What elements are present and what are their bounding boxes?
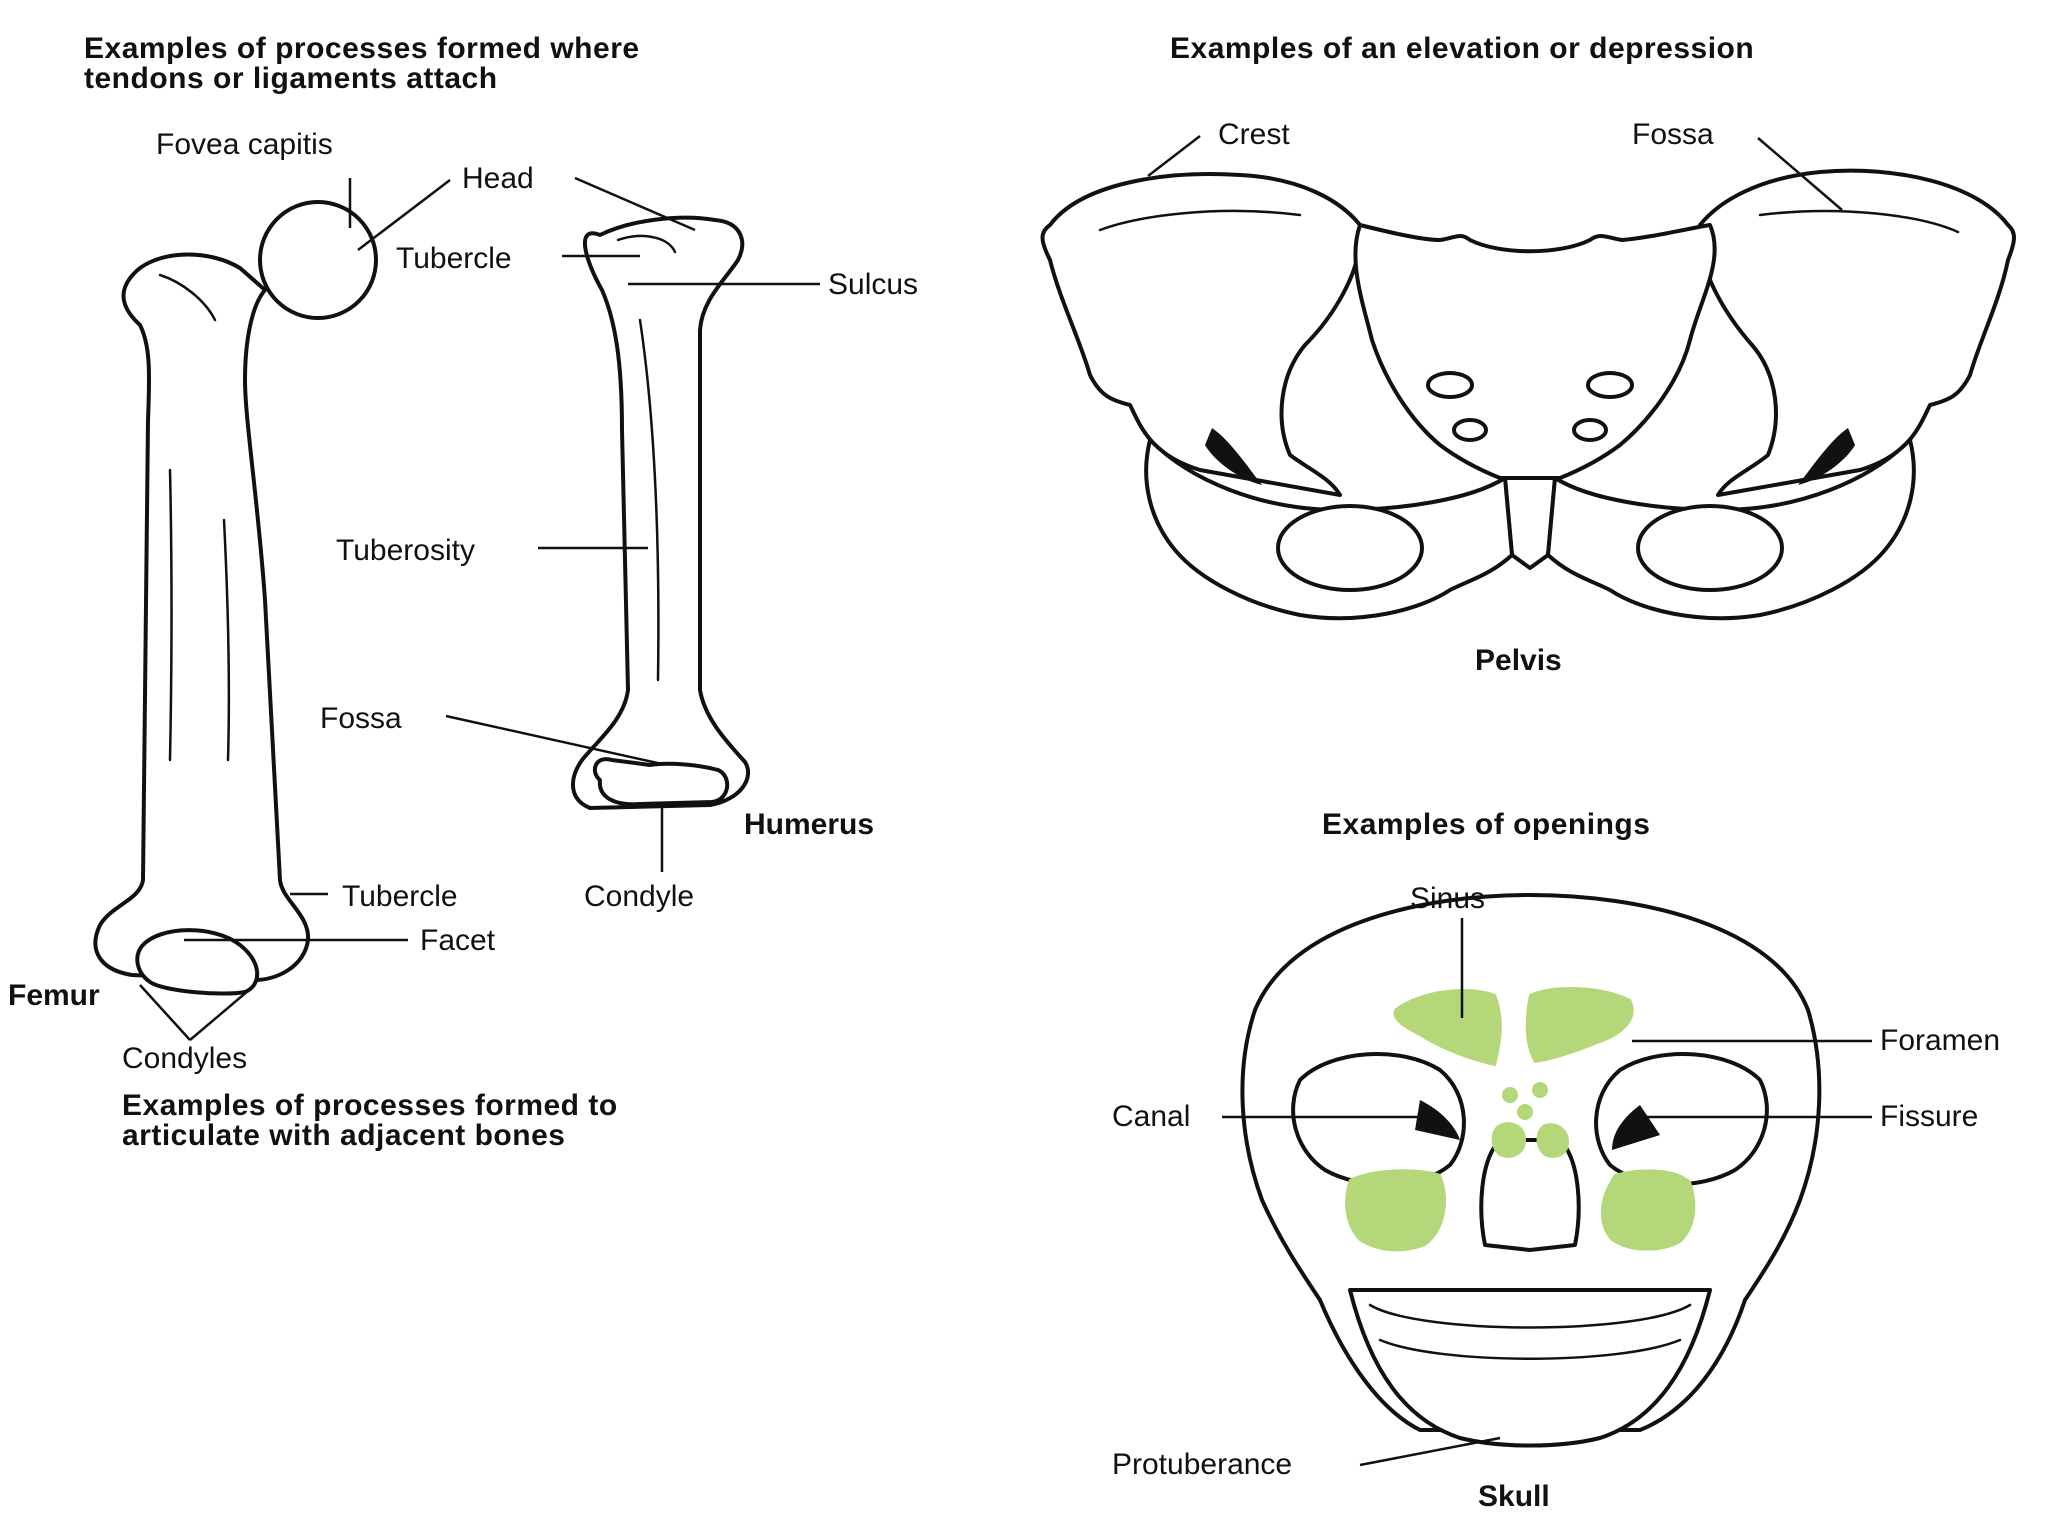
femur-head	[258, 200, 378, 320]
skull-canal-shadow	[1415, 1100, 1460, 1140]
leader-fossa-humerus	[445, 714, 663, 766]
heading-openings: Examples of openings	[1322, 808, 1650, 841]
label-tuberosity: Tuberosity	[336, 534, 475, 567]
pelvis-left-acetabulum-shadow	[1205, 428, 1262, 485]
label-facet: Facet	[420, 924, 496, 957]
label-fissure: Fissure	[1880, 1100, 1978, 1133]
femur-shaft-shading-2	[222, 518, 231, 762]
humerus-illustration	[570, 215, 751, 810]
skull-maxillary-sinus-right	[1600, 1169, 1696, 1251]
heading-elevation-depression: Examples of an elevation or depression	[1170, 32, 1754, 65]
pelvis-illustration	[1040, 168, 2016, 621]
label-sinus: Sinus	[1410, 882, 1485, 915]
leader-fossa-pelvis	[1757, 137, 1843, 211]
leader-condyles-a	[139, 984, 191, 1041]
label-head: Head	[462, 162, 534, 195]
bone-name-humerus: Humerus	[744, 808, 874, 841]
leader-crest	[1147, 135, 1201, 177]
leader-condyles-b	[189, 984, 256, 1041]
leader-lines	[139, 135, 1872, 1467]
skull-teeth-lower-line	[1378, 1338, 1682, 1360]
label-crest: Crest	[1218, 118, 1290, 151]
pelvis-sacral-foramen-1	[1426, 371, 1474, 399]
pelvis-sacrum	[1353, 223, 1717, 480]
label-fossa-pelvis: Fossa	[1632, 118, 1714, 151]
pelvis-left-obturator-foramen	[1276, 504, 1424, 592]
label-fossa-humerus: Fossa	[320, 702, 402, 735]
pelvis-right-ilium	[1697, 168, 2016, 497]
skull-ethmoid-sinus-left	[1491, 1122, 1527, 1158]
skull-maxillary-sinus-left	[1345, 1169, 1446, 1252]
skull-left-orbit	[1291, 1052, 1466, 1187]
label-tubercle-top: Tubercle	[396, 242, 512, 275]
skull-sphenoid-sinus-1	[1502, 1087, 1518, 1103]
label-condyles: Condyles	[122, 1042, 247, 1075]
femur-shaft	[93, 252, 311, 983]
skull-jaw	[1348, 1288, 1712, 1448]
skull-ethmoid-sinus-right	[1536, 1123, 1570, 1158]
pelvis-sacral-foramen-4	[1572, 418, 1608, 442]
pelvis-right-obturator-foramen	[1636, 504, 1784, 592]
skull-frontal-sinus-left	[1393, 989, 1502, 1067]
label-sulcus: Sulcus	[828, 268, 918, 301]
femur-neck-detail	[158, 273, 217, 322]
humerus-condyle	[592, 757, 729, 807]
skull-nasal-cavity	[1479, 1138, 1581, 1252]
pelvis-right-acetabulum-shadow	[1798, 428, 1855, 485]
skull-frontal-sinus-right	[1525, 987, 1634, 1064]
leader-head-humerus	[574, 176, 696, 232]
label-tubercle-bottom: Tubercle	[342, 880, 458, 913]
leader-protuberance	[1359, 1436, 1501, 1467]
pelvis-crest-detail	[1098, 209, 1302, 232]
bone-name-skull: Skull	[1478, 1480, 1550, 1513]
label-canal: Canal	[1112, 1100, 1190, 1133]
skull-teeth-upper-line	[1368, 1303, 1692, 1329]
heading-processes-articulate-line2: articulate with adjacent bones	[122, 1119, 565, 1152]
label-foramen: Foramen	[1880, 1024, 2000, 1057]
skull-sphenoid-sinus-2	[1532, 1082, 1548, 1098]
label-protuberance: Protuberance	[1112, 1448, 1292, 1481]
bone-name-femur: Femur	[8, 979, 100, 1012]
heading-processes-articulate-line1: Examples of processes formed to	[122, 1089, 618, 1122]
bone-name-pelvis: Pelvis	[1475, 644, 1562, 677]
label-condyle: Condyle	[584, 880, 694, 913]
leader-head-femur	[357, 179, 451, 251]
label-fovea-capitis: Fovea capitis	[156, 128, 333, 161]
pelvis-sacral-foramen-2	[1586, 371, 1634, 399]
heading-processes-attach-line2: tendons or ligaments attach	[84, 62, 498, 95]
humerus-shaft	[570, 215, 751, 810]
pelvis-sacral-foramen-3	[1452, 418, 1488, 442]
skull-sphenoid-sinus-3	[1517, 1104, 1533, 1120]
skull-fissure-shadow	[1612, 1105, 1660, 1150]
pelvis-crest-detail-2	[1758, 209, 1960, 234]
skull-illustration	[1240, 893, 1822, 1448]
pelvis-left-ilium	[1040, 172, 1363, 497]
heading-processes-attach-line1: Examples of processes formed where	[84, 32, 640, 65]
femur-shaft-shading	[168, 468, 173, 762]
skull-right-orbit	[1594, 1052, 1769, 1187]
femur-illustration	[93, 200, 378, 996]
humerus-shaft-shading	[638, 318, 660, 682]
humerus-tubercle-detail	[616, 234, 677, 254]
